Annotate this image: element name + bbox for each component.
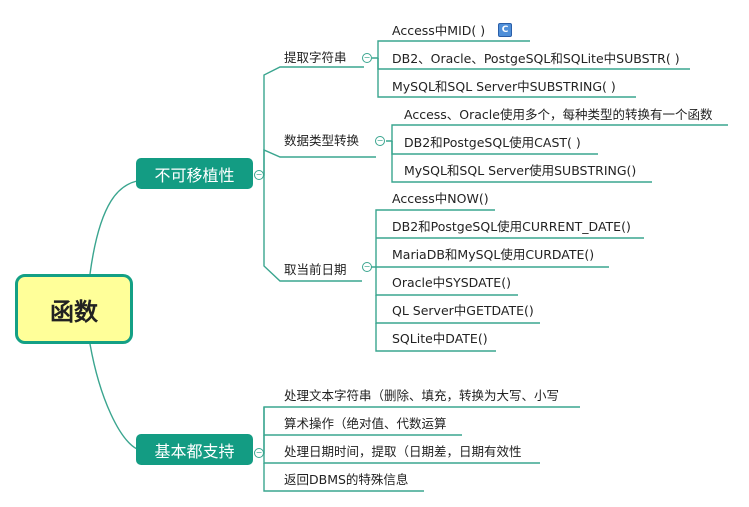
collapse-minus-icon[interactable]: − bbox=[375, 136, 385, 146]
leaf-item[interactable]: 算术操作（绝对值、代数运算 bbox=[284, 416, 447, 431]
node-extract-string[interactable]: 提取字符串 bbox=[284, 50, 347, 65]
leaf-item[interactable]: 处理日期时间，提取（日期差，日期有效性 bbox=[284, 444, 522, 459]
leaf-item[interactable]: Access中NOW() bbox=[392, 191, 489, 206]
leaf-item[interactable]: MySQL和SQL Server使用SUBSTRING() bbox=[404, 163, 637, 178]
collapse-minus-icon[interactable]: − bbox=[362, 53, 372, 63]
leaf-item[interactable]: 处理文本字符串（删除、填充，转换为大写、小写 bbox=[284, 388, 560, 403]
leaf-item[interactable]: QL Server中GETDATE() bbox=[392, 303, 534, 318]
branch-label: 不可移植性 bbox=[154, 165, 235, 185]
branch-label: 基本都支持 bbox=[154, 441, 235, 461]
branch-generally-supported[interactable]: 基本都支持 bbox=[136, 434, 253, 465]
root-node[interactable]: 函数 bbox=[15, 274, 133, 344]
node-current-date[interactable]: 取当前日期 bbox=[284, 262, 347, 277]
leaf-item[interactable]: Oracle中SYSDATE() bbox=[392, 275, 511, 290]
leaf-item[interactable]: MySQL和SQL Server中SUBSTRING( ) bbox=[392, 79, 616, 94]
collapse-minus-icon[interactable]: − bbox=[254, 170, 264, 180]
root-label: 函数 bbox=[50, 297, 98, 326]
leaf-item[interactable]: 返回DBMS的特殊信息 bbox=[284, 472, 409, 487]
leaf-item[interactable]: SQLite中DATE() bbox=[392, 331, 488, 346]
branch-non-portable[interactable]: 不可移植性 bbox=[136, 158, 253, 189]
leaf-item[interactable]: DB2和PostgeSQL使用CAST( ) bbox=[404, 135, 581, 150]
collapse-minus-icon[interactable]: − bbox=[362, 262, 372, 272]
collapse-minus-icon[interactable]: − bbox=[254, 448, 264, 458]
leaf-item[interactable]: MariaDB和MySQL使用CURDATE() bbox=[392, 247, 595, 262]
leaf-item[interactable]: DB2、Oracle、PostgeSQL和SQLite中SUBSTR( ) bbox=[392, 51, 680, 66]
leaf-item[interactable]: Access、Oracle使用多个，每种类型的转换有一个函数 bbox=[404, 107, 713, 122]
node-type-conversion[interactable]: 数据类型转换 bbox=[284, 133, 360, 148]
leaf-item[interactable]: DB2和PostgeSQL使用CURRENT_DATE() bbox=[392, 219, 631, 234]
leaf-item[interactable]: Access中MID( ) bbox=[392, 23, 486, 38]
c-note-icon[interactable]: C bbox=[498, 23, 512, 37]
